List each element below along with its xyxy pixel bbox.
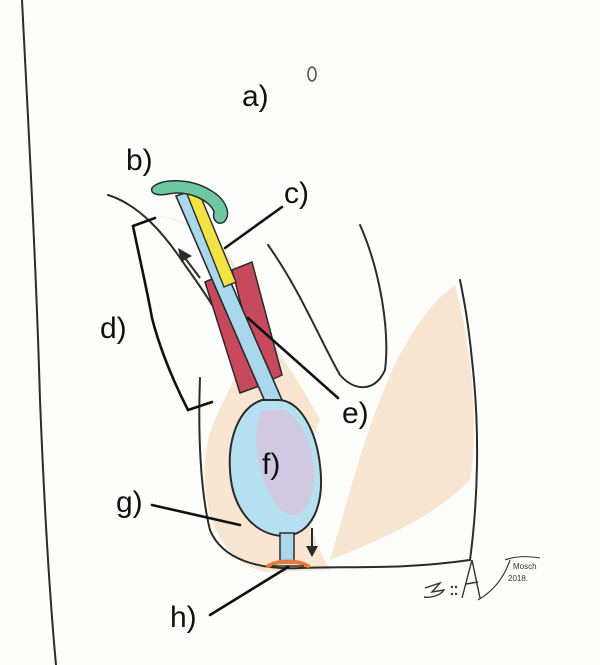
label-a: a) — [242, 80, 269, 113]
leader-line-h — [210, 567, 288, 615]
signature-year: 2018. — [508, 574, 528, 583]
blue-tube — [176, 191, 282, 404]
leader-line-c — [225, 207, 282, 248]
label-h: h) — [170, 601, 197, 634]
flow-arrow-up — [178, 248, 200, 278]
label-f: f) — [262, 448, 280, 481]
label-b: b) — [126, 144, 153, 177]
label-c: c) — [284, 177, 309, 210]
small-loop-doodle — [308, 67, 316, 81]
signature-name: Mosch — [513, 562, 537, 571]
left-border-line — [22, 0, 56, 665]
label-d: d) — [100, 312, 127, 345]
label-g: g) — [116, 486, 143, 519]
label-e: e) — [342, 397, 369, 430]
